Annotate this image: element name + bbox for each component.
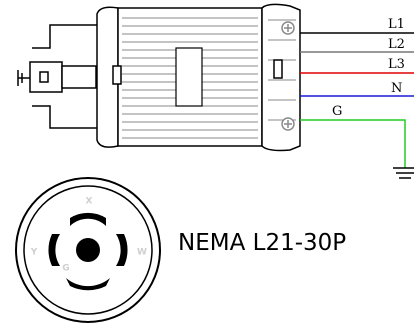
wires [300, 32, 414, 168]
wire-label-n: N [391, 81, 402, 96]
wire-label-g: G [332, 104, 342, 119]
pin-label-g: G [62, 264, 69, 274]
plug-prongs [17, 24, 97, 129]
wire-label-l3: L3 [388, 57, 405, 72]
plug-body [96, 3, 301, 152]
pin-label-w: W [137, 248, 147, 258]
wire-label-l1: L1 [388, 17, 405, 32]
plug-face: X Y W G [15, 177, 161, 323]
pin-label-y: Y [30, 248, 38, 258]
diagram-title: NEMA L21-30P [178, 230, 347, 256]
ground-symbol-icon [393, 167, 414, 179]
pin-label-x: X [86, 197, 93, 207]
wire-label-l2: L2 [388, 37, 405, 52]
wire-g [300, 119, 406, 168]
